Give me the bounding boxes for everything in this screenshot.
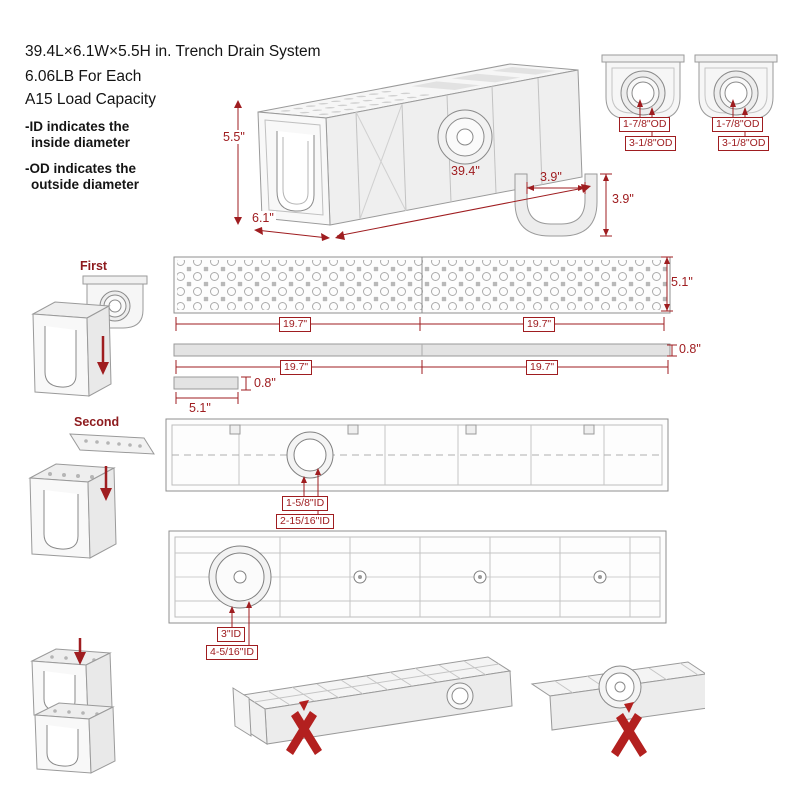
dim-cap2-od-large: 3-1/8"OD xyxy=(718,136,770,151)
grate-edge-profile-bar xyxy=(173,343,671,357)
dim-bottomview-id-large: 4-5/16"ID xyxy=(206,645,258,660)
dim-iso-height: 5.5" xyxy=(221,130,247,144)
grate-strip-view xyxy=(173,256,671,314)
product-load-rating: A15 Load Capacity xyxy=(25,91,156,108)
dim-grate-len-right: 19.7" xyxy=(523,317,556,332)
dim-u-width: 3.9" xyxy=(540,170,562,184)
id-note-line2: inside diameter xyxy=(31,135,131,150)
end-caps-front-view xyxy=(601,54,778,120)
step-second-drawing xyxy=(28,433,155,559)
red-install-tool xyxy=(286,700,322,755)
od-note-line2: outside diameter xyxy=(31,177,140,192)
step-label-second: Second xyxy=(74,415,120,429)
dim-topview-id-large: 2-15/16"ID xyxy=(276,514,334,529)
locking-clip-tabs xyxy=(229,424,595,435)
channel-top-view xyxy=(165,418,669,492)
end-cap-2 xyxy=(694,54,778,120)
dim-iso-length: 39.4" xyxy=(451,164,480,178)
dim-smallbar-height: 0.8" xyxy=(254,376,276,390)
grate-holes-pattern xyxy=(280,67,556,115)
dim-cap1-od-small: 1-7/8"OD xyxy=(619,117,671,132)
end-edge-profile-bar xyxy=(173,376,239,390)
dim-bottomview-id-small: 3"ID xyxy=(217,627,246,642)
dim-bar-len-right: 19.7" xyxy=(526,360,559,375)
step-first-drawing xyxy=(31,275,148,397)
channel-bottom-view xyxy=(168,530,667,624)
product-weight: 6.06LB For Each xyxy=(25,68,142,85)
dim-cap2-od-small: 1-7/8"OD xyxy=(712,117,764,132)
dim-bar-len-left: 19.7" xyxy=(280,360,313,375)
product-title: 39.4L×6.1W×5.5H in. Trench Drain System xyxy=(25,43,321,60)
id-note-line1: -ID indicates the xyxy=(25,119,130,134)
dim-bar-height: 0.8" xyxy=(679,342,701,356)
red-install-tool xyxy=(611,702,647,757)
stacking-drawing xyxy=(30,648,116,774)
u-channel-cross-section xyxy=(514,173,598,237)
dim-u-height: 3.9" xyxy=(612,192,634,206)
dim-smallbar-width: 5.1" xyxy=(189,401,211,415)
end-cap-piece xyxy=(232,687,252,737)
install-drawing-right xyxy=(530,661,705,757)
stacked-channel-bottom xyxy=(33,702,116,774)
step-label-first: First xyxy=(80,259,108,273)
end-cap-1 xyxy=(601,54,685,120)
dim-topview-id-small: 1-5/8"ID xyxy=(282,496,329,511)
dim-iso-width: 6.1" xyxy=(250,211,276,225)
install-drawing-left xyxy=(232,656,513,755)
dim-grate-height: 5.1" xyxy=(671,275,693,289)
dim-cap1-od-large: 3-1/8"OD xyxy=(625,136,677,151)
od-note-line1: -OD indicates the xyxy=(25,161,137,176)
dim-grate-len-left: 19.7" xyxy=(279,317,312,332)
